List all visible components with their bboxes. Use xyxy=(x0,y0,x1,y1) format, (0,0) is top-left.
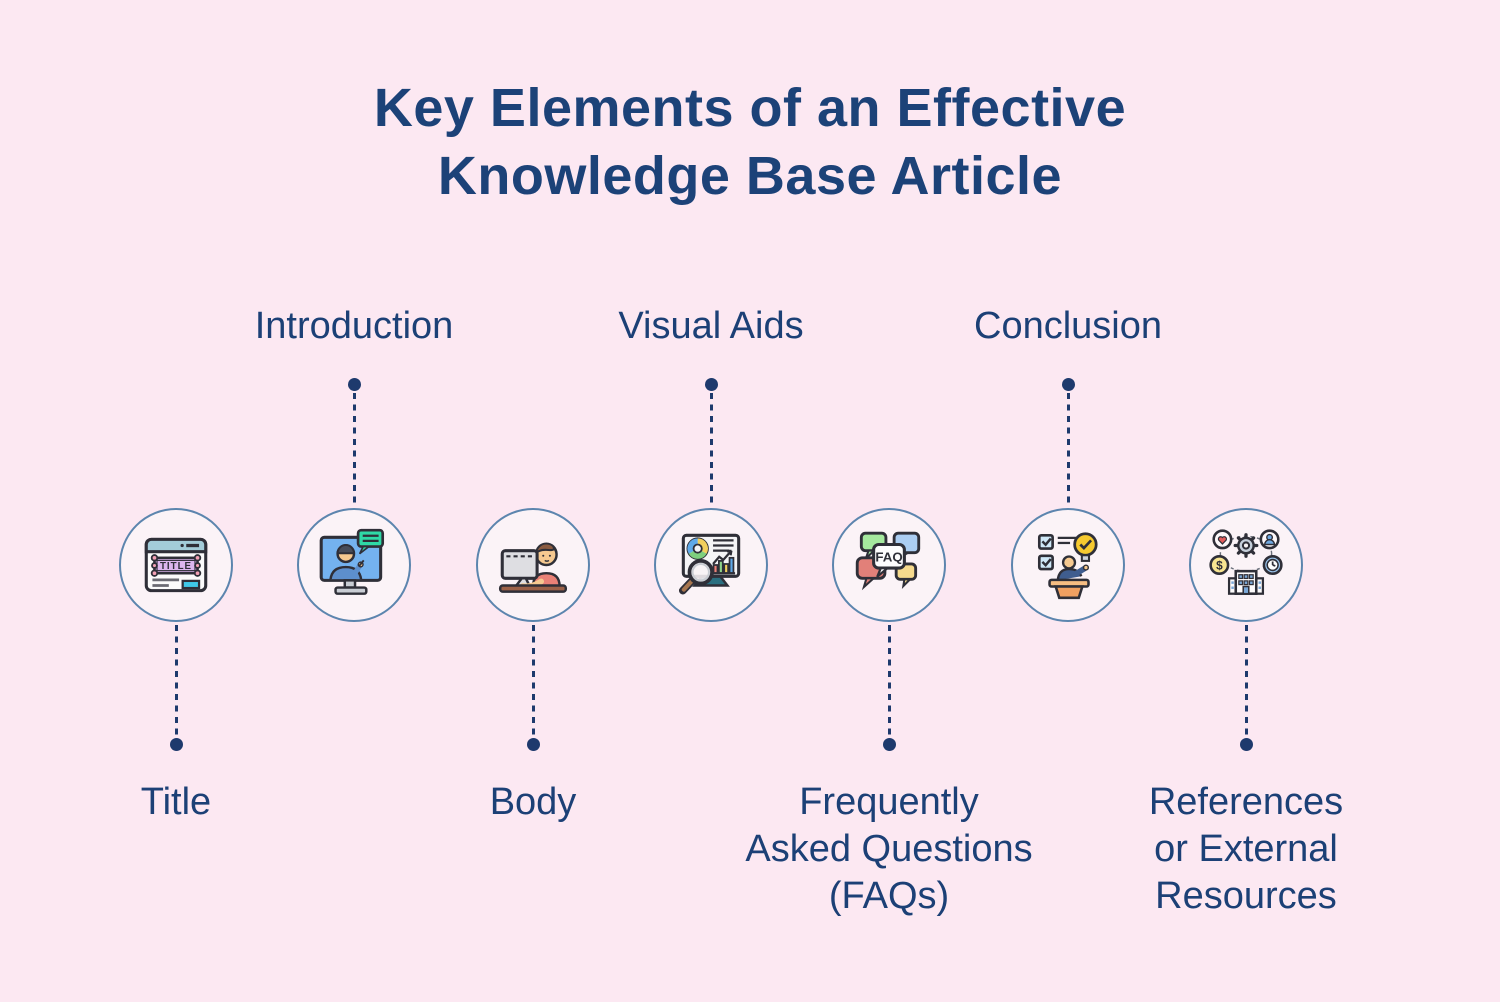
connector-line xyxy=(1244,625,1248,737)
faq-speech-bubbles-icon: FAQ xyxy=(855,531,921,591)
faq-icon-text: FAQ xyxy=(875,549,902,564)
connector-line xyxy=(709,393,713,505)
title-browser-icon: TITLE xyxy=(144,537,208,593)
body-writer-icon xyxy=(498,542,568,593)
node-circle-visual-aids xyxy=(654,508,768,622)
node-circle-conclusion xyxy=(1011,508,1125,622)
label-introduction: Introduction xyxy=(254,305,454,347)
label-body: Body xyxy=(489,781,577,823)
connector-line xyxy=(1066,393,1070,505)
references-resources-icon: $ xyxy=(1209,529,1283,595)
label-conclusion: Conclusion xyxy=(974,305,1162,347)
label-references: References or External Resources xyxy=(1148,781,1344,917)
title-icon-text: TITLE xyxy=(160,561,192,572)
label-visual-aids: Visual Aids xyxy=(618,305,804,347)
label-faqs: Frequently Asked Questions (FAQs) xyxy=(745,781,1033,917)
connector-dot xyxy=(526,738,540,751)
connector-dot xyxy=(169,738,183,751)
connector-dot xyxy=(882,738,896,751)
introduction-presenter-icon xyxy=(319,528,385,595)
node-circle-faqs: FAQ xyxy=(832,508,946,622)
page-title: Key Elements of an Effective Knowledge B… xyxy=(373,78,1127,206)
node-circle-body xyxy=(476,508,590,622)
visual-aids-chart-icon xyxy=(678,533,741,595)
connector-dot xyxy=(347,378,361,391)
dollar-icon-text: $ xyxy=(1216,560,1223,573)
connector-line xyxy=(352,393,356,505)
node-circle-title: TITLE xyxy=(119,508,233,622)
node-circle-introduction xyxy=(297,508,411,622)
connector-line xyxy=(531,625,535,737)
connector-dot xyxy=(704,378,718,391)
connector-line xyxy=(887,625,891,737)
connector-dot xyxy=(1239,738,1253,751)
label-title: Title xyxy=(140,781,212,823)
connector-dot xyxy=(1061,378,1075,391)
connector-line xyxy=(174,625,178,737)
conclusion-checklist-icon xyxy=(1037,532,1098,600)
node-circle-references: $ xyxy=(1189,508,1303,622)
